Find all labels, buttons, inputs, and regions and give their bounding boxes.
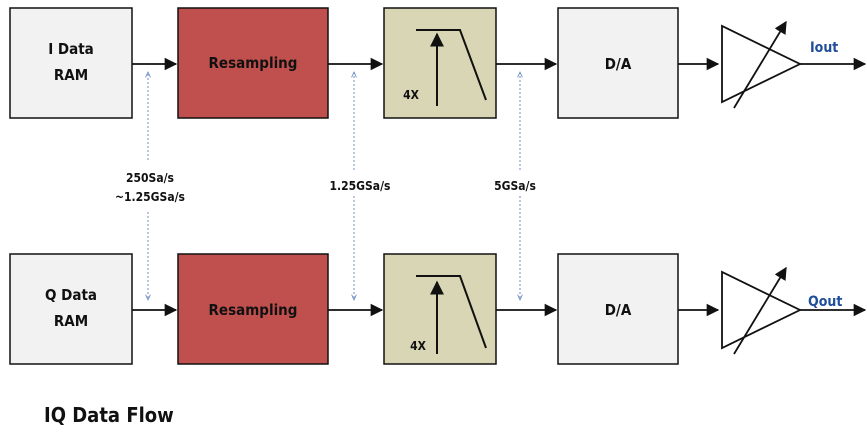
i-lowpass-filter-icon [416, 29, 487, 106]
q-lowpass-filter-block [383, 253, 497, 365]
rate-label-ram-line1: 250Sa/s [126, 171, 174, 185]
sample-rate-markers: 250Sa/s ~1.25GSa/s 1.25GSa/s 5GSa/s [115, 72, 536, 300]
i-variable-amplifier-icon [721, 20, 803, 109]
i-resampling-block [177, 7, 329, 119]
rate-label-ram-line2: ~1.25GSa/s [115, 190, 185, 204]
q-ram-label-line2: RAM [54, 312, 88, 330]
q-dac-label: D/A [605, 301, 632, 319]
rate-label-resampler: 1.25GSa/s [330, 179, 391, 193]
q-variable-amplifier-icon [721, 266, 803, 355]
i-dac-label: D/A [605, 55, 632, 73]
i-ram-label-line2: RAM [54, 66, 88, 84]
q-data-ram-block [9, 253, 133, 365]
q-dac-block [557, 253, 679, 365]
i-resampling-label: Resampling [209, 54, 298, 72]
q-filter-4x-label: 4X [410, 339, 427, 353]
rate-label-filter: 5GSa/s [494, 179, 536, 193]
i-ram-label-line1: I Data [48, 40, 94, 58]
i-lowpass-filter-block [383, 7, 497, 119]
q-lowpass-filter-icon [416, 275, 487, 354]
i-output-label: Iout [810, 40, 838, 56]
i-channel: I Data RAM Resampling 4X D/A Iout [9, 7, 867, 119]
i-data-ram-block [9, 7, 133, 119]
q-ram-label-line1: Q Data [45, 286, 97, 304]
q-resampling-block [177, 253, 329, 365]
q-resampling-label: Resampling [209, 301, 298, 319]
diagram-title: IQ Data Flow [44, 403, 174, 427]
q-output-label: Qout [808, 294, 842, 310]
q-channel: Q Data RAM Resampling 4X D/A Qout [9, 253, 867, 365]
i-filter-4x-label: 4X [403, 88, 420, 102]
i-dac-block [557, 7, 679, 119]
